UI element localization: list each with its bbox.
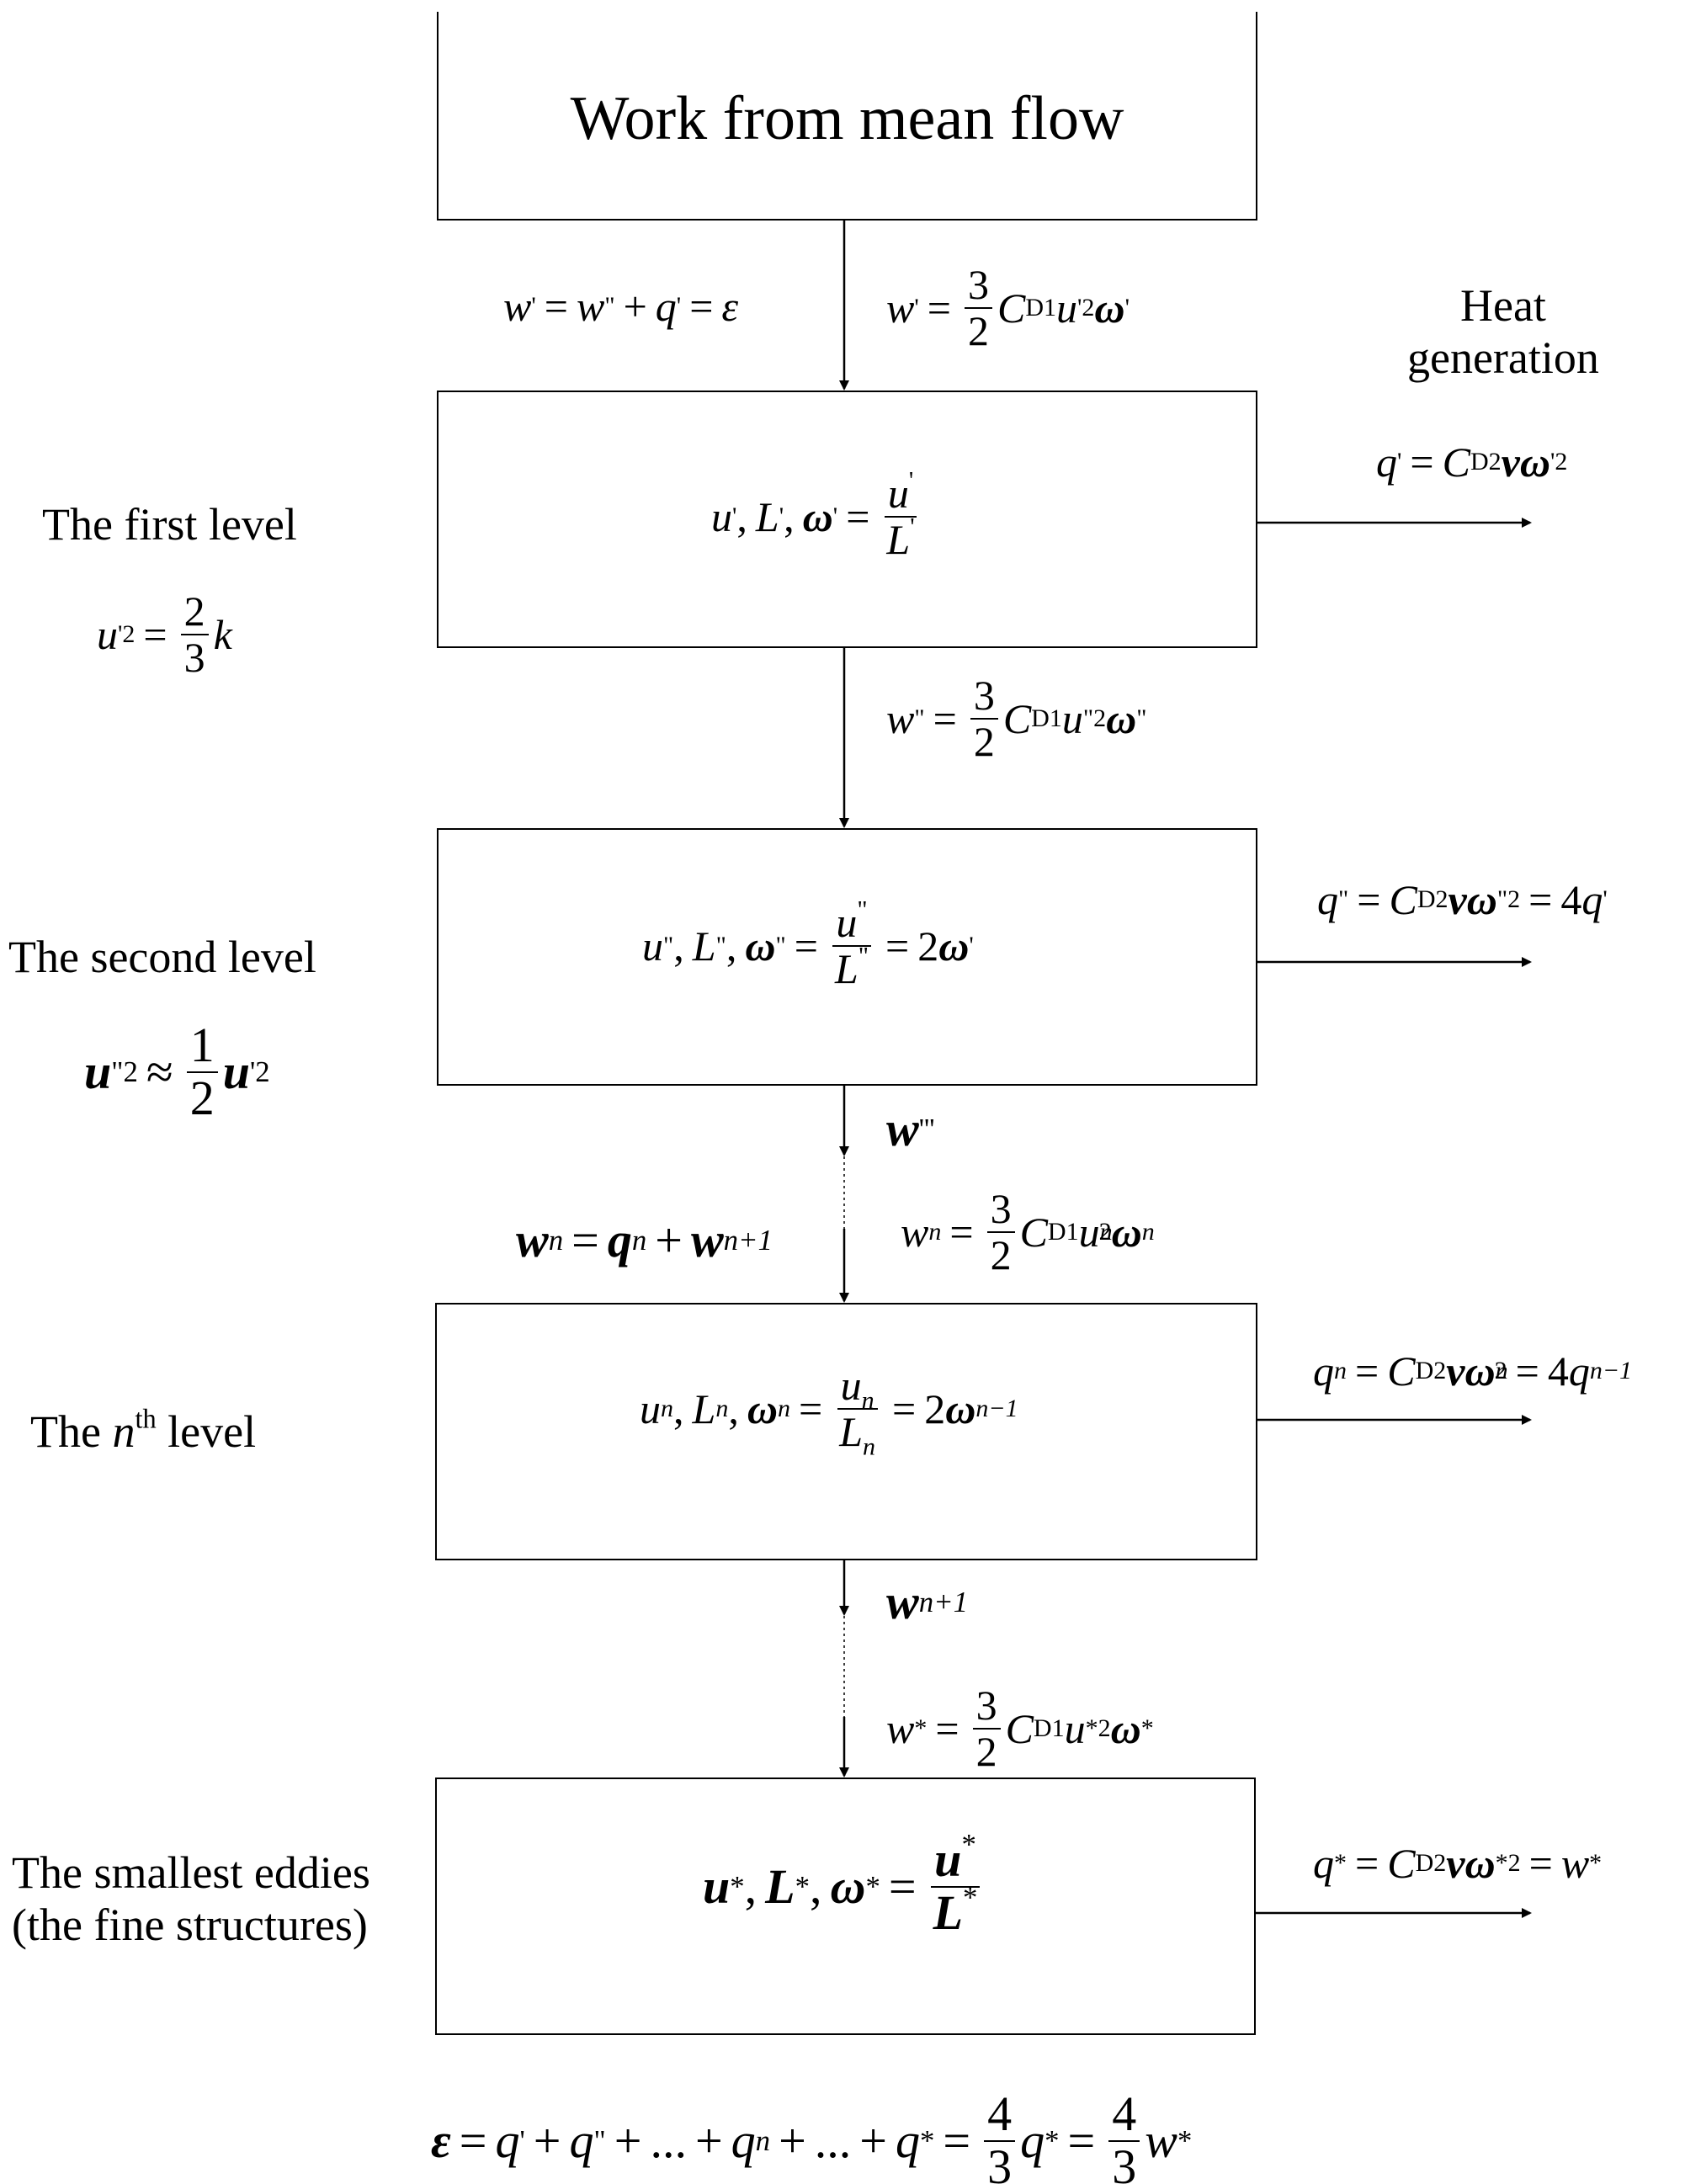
eq-level1-scales: u', L', ω' = u' L' (711, 468, 923, 561)
eq-smallest-scales: u*, L*, ω* = u* L* (703, 1830, 986, 1939)
second-level-label: The second level (8, 932, 316, 982)
level1-box (437, 391, 1257, 648)
mean-flow-box: Work from mean flow (437, 12, 1257, 221)
eq-w-triple-prime: w''' (886, 1102, 935, 1156)
heat-generation-label: Heat generation (1407, 280, 1599, 384)
smallest-eddies-label: The smallest eddies (the fine structures… (12, 1847, 370, 1951)
nth-level-label: The nth level (30, 1404, 257, 1457)
level2-box (437, 828, 1257, 1086)
nth-level-box (435, 1303, 1257, 1560)
smallest-box (435, 1777, 1256, 2035)
eq-energy-balance-1: w' = w" + q' = ε (503, 283, 739, 330)
mean-flow-title: Work from mean flow (570, 84, 1124, 153)
first-level-label: The first level (42, 499, 297, 550)
